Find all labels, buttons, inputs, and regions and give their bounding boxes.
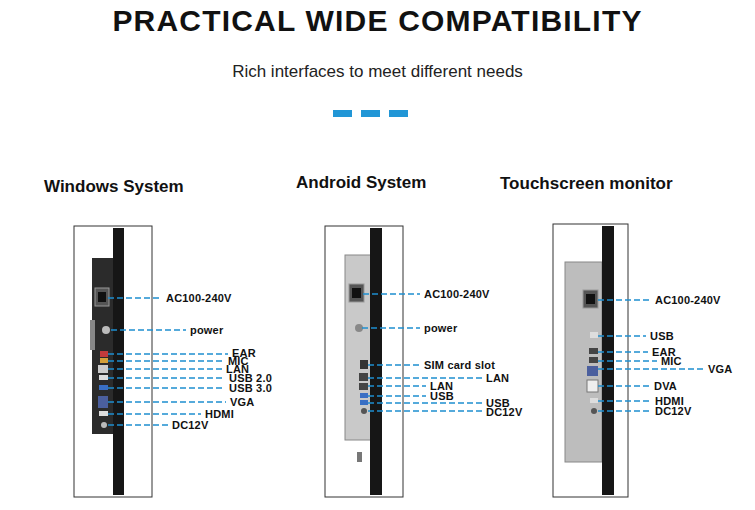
port-label: power bbox=[424, 322, 457, 334]
port-label: DVA bbox=[654, 380, 677, 392]
port-label: DC12V bbox=[486, 406, 522, 418]
port-label: AC100-240V bbox=[166, 292, 232, 304]
port-label: USB bbox=[650, 330, 674, 342]
leader-lines bbox=[598, 300, 704, 411]
port-label: USB bbox=[430, 390, 454, 402]
android-device bbox=[325, 226, 403, 497]
device-panel: Touchscreen monitor bbox=[500, 174, 675, 194]
device-panel: Android System bbox=[296, 173, 429, 193]
port-label: USB 3.0 bbox=[229, 382, 272, 394]
port-label: VGA bbox=[230, 396, 254, 408]
port-label: SIM card slot bbox=[424, 359, 495, 371]
port-label: VGA bbox=[708, 363, 732, 375]
port-label: AC100-240V bbox=[655, 294, 721, 306]
port-label: power bbox=[190, 324, 223, 336]
port-label: LAN bbox=[486, 372, 509, 384]
subtitle: Rich interfaces to meet different needs bbox=[0, 62, 755, 82]
title-dashes bbox=[333, 110, 408, 117]
leader-lines bbox=[362, 294, 482, 411]
port-label: DC12V bbox=[172, 419, 208, 431]
panel-heading: Windows System bbox=[44, 177, 186, 197]
port-label: MIC bbox=[661, 355, 682, 367]
device-panel: Windows System bbox=[44, 177, 186, 197]
leader-lines bbox=[108, 298, 228, 425]
page-title: PRACTICAL WIDE COMPATIBILITY bbox=[0, 4, 755, 38]
port-label: DC12V bbox=[655, 405, 691, 417]
panel-heading: Touchscreen monitor bbox=[500, 174, 675, 194]
port-label: HDMI bbox=[205, 408, 234, 420]
panel-heading: Android System bbox=[296, 173, 429, 193]
port-label: AC100-240V bbox=[424, 288, 490, 300]
